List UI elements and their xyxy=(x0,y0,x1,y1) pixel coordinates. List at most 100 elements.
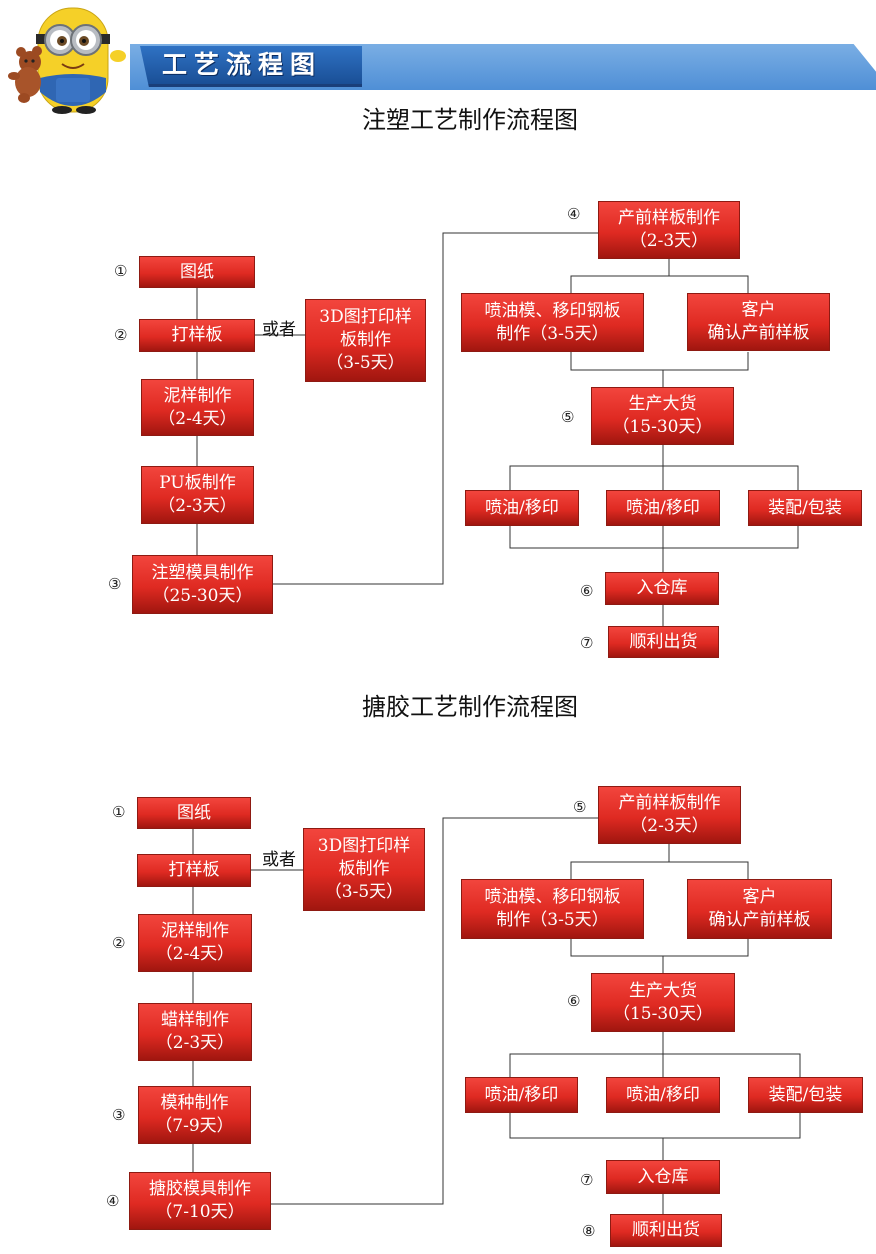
node-label-line: 产前样板制作 xyxy=(618,793,721,813)
node-label-line: （2-3天） xyxy=(630,816,709,836)
connector-line xyxy=(570,939,749,957)
node-label-line: 喷油/移印 xyxy=(626,1084,700,1105)
node-label-line: 制作（3-5天） xyxy=(496,323,609,344)
node-pre-production-sample: 产前样板制作 （2-3天） xyxy=(598,201,740,259)
step-number: ⑦ xyxy=(580,634,594,652)
step-number: ② xyxy=(114,326,128,344)
connector-line xyxy=(509,465,799,490)
node-label-line: 确认产前样板 xyxy=(708,910,811,930)
node-label-line: 装配/包装 xyxy=(768,1084,843,1105)
node-label-line: 确认产前样板 xyxy=(707,323,810,343)
node-label-line: （2-3天） xyxy=(155,1033,235,1053)
node-master-mold: 模种制作 （7-9天） xyxy=(138,1086,251,1144)
step-number: ⑥ xyxy=(580,582,594,600)
node-label-line: 喷油/移印 xyxy=(485,497,559,518)
node-label-line: （2-4天） xyxy=(158,408,237,429)
node-label-line: 模种制作 xyxy=(160,1093,229,1113)
node-sample-board: 打样板 xyxy=(139,319,255,352)
node-spray-mold: 喷油模、移印钢板制作（3-5天） xyxy=(461,293,644,352)
node-warehouse: 入仓库 xyxy=(606,1160,720,1194)
node-label-line: （3-5天） xyxy=(326,353,405,373)
node-label-line: 入仓库 xyxy=(637,1166,689,1187)
injection-section-title: 注塑工艺制作流程图 xyxy=(362,106,578,134)
step-number: ⑤ xyxy=(573,798,587,816)
node-label-line: 泥样制作 xyxy=(161,921,229,941)
node-label-line: 生产大货 xyxy=(628,394,697,414)
node-injection-mold: 注塑模具制作（25-30天） xyxy=(132,555,273,614)
node-sample-board: 打样板 xyxy=(137,854,251,887)
node-spray-print-1: 喷油/移印 xyxy=(465,1077,578,1113)
node-mass-production: 生产大货（15-30天） xyxy=(591,387,734,445)
header-title-tab xyxy=(140,46,362,87)
step-number: ② xyxy=(112,934,126,952)
step-number: ⑥ xyxy=(567,992,581,1010)
or-label: 或者 xyxy=(262,850,296,870)
connector-line xyxy=(509,1113,801,1139)
node-label-line: （25-30天） xyxy=(152,585,253,606)
node-drawing: 图纸 xyxy=(139,256,255,288)
node-label-line: 注塑模具制作 xyxy=(151,562,254,583)
step-number: ① xyxy=(112,803,126,821)
step-number: ③ xyxy=(108,575,122,593)
node-label-line: 制作（3-5天） xyxy=(496,910,609,930)
step-number: ③ xyxy=(112,1106,126,1124)
node-wax-sample: 蜡样制作 （2-3天） xyxy=(138,1003,252,1061)
node-pu-board: PU板制作（2-3天） xyxy=(141,466,254,524)
node-label-line: （2-3天） xyxy=(629,231,709,251)
node-label-line: （3-5天） xyxy=(324,882,404,902)
connector-line xyxy=(570,275,749,293)
node-label-line: 泥样制作 xyxy=(163,385,232,406)
node-label-line: （7-9天） xyxy=(155,1116,234,1136)
node-shipment: 顺利出货 xyxy=(610,1214,722,1247)
connector-line xyxy=(570,861,749,879)
node-drawing: 图纸 xyxy=(137,797,251,829)
connector-line xyxy=(271,817,598,1205)
node-label-line: （15-30天） xyxy=(612,1003,713,1024)
node-label-line: 图纸 xyxy=(177,802,211,823)
node-label-line: 装配/包装 xyxy=(768,497,842,518)
node-label-line: 顺利出货 xyxy=(632,1220,700,1240)
node-spray-print-2: 喷油/移印 xyxy=(606,490,720,526)
node-label-line: 打样板 xyxy=(171,325,223,345)
node-label-line: 蜡样制作 xyxy=(161,1010,229,1030)
node-customer-confirm: 客户确认产前样板 xyxy=(687,293,830,351)
node-label-line: 客户 xyxy=(742,887,777,907)
node-label-line: 搪胶模具制作 xyxy=(149,1179,251,1199)
node-label-line: 3D图打印样 xyxy=(317,836,411,856)
node-spray-mold: 喷油模、移印钢板制作（3-5天） xyxy=(461,879,644,939)
minion-mascot-icon xyxy=(8,7,126,114)
node-pre-production-sample: 产前样板制作 （2-3天） xyxy=(598,786,741,844)
step-number: ④ xyxy=(567,205,581,223)
node-label-line: 产前样板制作 xyxy=(618,208,720,228)
node-label-line: 喷油模、移印钢板 xyxy=(484,887,621,907)
node-label-line: 3D图打印样 xyxy=(319,307,412,327)
node-assembly-packing: 装配/包装 xyxy=(748,490,862,526)
or-label: 或者 xyxy=(262,320,296,340)
node-label-line: 喷油/移印 xyxy=(626,497,700,518)
node-clay-sample: 泥样制作（2-4天） xyxy=(138,914,252,972)
node-assembly-packing: 装配/包装 xyxy=(748,1077,863,1113)
node-label-line: 图纸 xyxy=(180,261,214,282)
connector-line xyxy=(509,1053,801,1077)
node-label-line: 喷油/移印 xyxy=(484,1084,559,1105)
connector-line xyxy=(509,526,799,549)
node-clay-sample: 泥样制作（2-4天） xyxy=(141,379,254,436)
node-spray-print-1: 喷油/移印 xyxy=(465,490,579,526)
node-3d-print: 3D图打印样板制作 （3-5天） xyxy=(305,299,426,382)
node-label-line: 板制作 xyxy=(340,330,391,350)
node-label-line: 客户 xyxy=(741,300,776,320)
step-number: ④ xyxy=(106,1192,120,1210)
node-warehouse: 入仓库 xyxy=(605,572,719,605)
node-label-line: 板制作 xyxy=(338,859,390,879)
step-number: ⑤ xyxy=(561,408,575,426)
step-number: ⑦ xyxy=(580,1171,594,1189)
node-spray-print-2: 喷油/移印 xyxy=(606,1077,720,1113)
page-title: 工艺流程图 xyxy=(162,50,323,79)
connector-line xyxy=(273,232,598,585)
node-mass-production: 生产大货（15-30天） xyxy=(591,973,735,1032)
node-label-line: 顺利出货 xyxy=(629,631,698,652)
node-label-line: PU板制作 xyxy=(159,473,236,493)
node-label-line: 打样板 xyxy=(168,860,220,880)
connector-line xyxy=(570,352,749,371)
